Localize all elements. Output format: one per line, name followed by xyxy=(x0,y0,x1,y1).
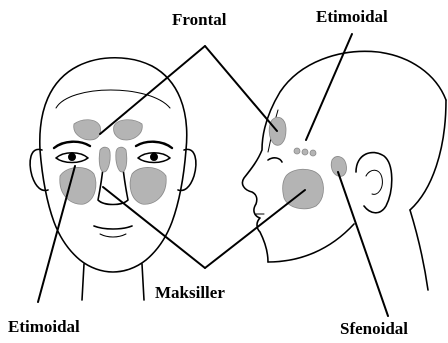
front-left-pupil xyxy=(68,153,76,161)
side-ear-inner xyxy=(366,170,382,194)
front-mouth xyxy=(94,226,132,229)
front-face xyxy=(30,58,196,300)
front-frontal-sinus-left xyxy=(74,120,101,140)
side-ear xyxy=(356,153,392,213)
side-neck-back xyxy=(410,210,428,290)
label-sfenoidal: Sfenoidal xyxy=(340,319,408,338)
side-eye xyxy=(268,158,282,162)
front-left-ear xyxy=(30,149,48,190)
front-neck-left xyxy=(82,264,84,300)
front-hairline xyxy=(56,90,170,108)
maksiller-leader-right xyxy=(205,190,305,268)
sfenoidal-leader xyxy=(338,172,388,316)
front-right-pupil xyxy=(150,153,158,161)
front-right-ear xyxy=(178,149,196,190)
etimoidal-bottom-leader xyxy=(38,166,75,302)
label-etimoidal-top: Etimoidal xyxy=(316,7,388,26)
side-ethmoid-cell-2 xyxy=(302,149,308,155)
side-ethmoid-cell-3 xyxy=(310,150,316,156)
side-back-head xyxy=(410,100,446,210)
etimoidal-top-leader xyxy=(306,34,352,140)
frontal-leader-right xyxy=(205,46,277,131)
front-right-eyebrow xyxy=(136,142,172,148)
front-neck-right xyxy=(142,264,144,300)
label-maksiller: Maksiller xyxy=(155,283,225,302)
front-left-eyebrow xyxy=(54,142,90,148)
side-ethmoid-cell-1 xyxy=(294,148,300,154)
front-lower-lip xyxy=(100,234,126,237)
label-etimoidal-bottom: Etimoidal xyxy=(8,317,80,336)
side-jaw xyxy=(268,224,354,262)
side-sinuses xyxy=(269,117,346,209)
label-frontal: Frontal xyxy=(172,10,227,29)
front-ethmoid-sinus xyxy=(99,147,110,172)
front-frontal-sinus-right xyxy=(114,120,143,140)
front-maxillary-sinus-right xyxy=(130,167,166,204)
front-ethmoid-sinus-right xyxy=(116,147,127,172)
